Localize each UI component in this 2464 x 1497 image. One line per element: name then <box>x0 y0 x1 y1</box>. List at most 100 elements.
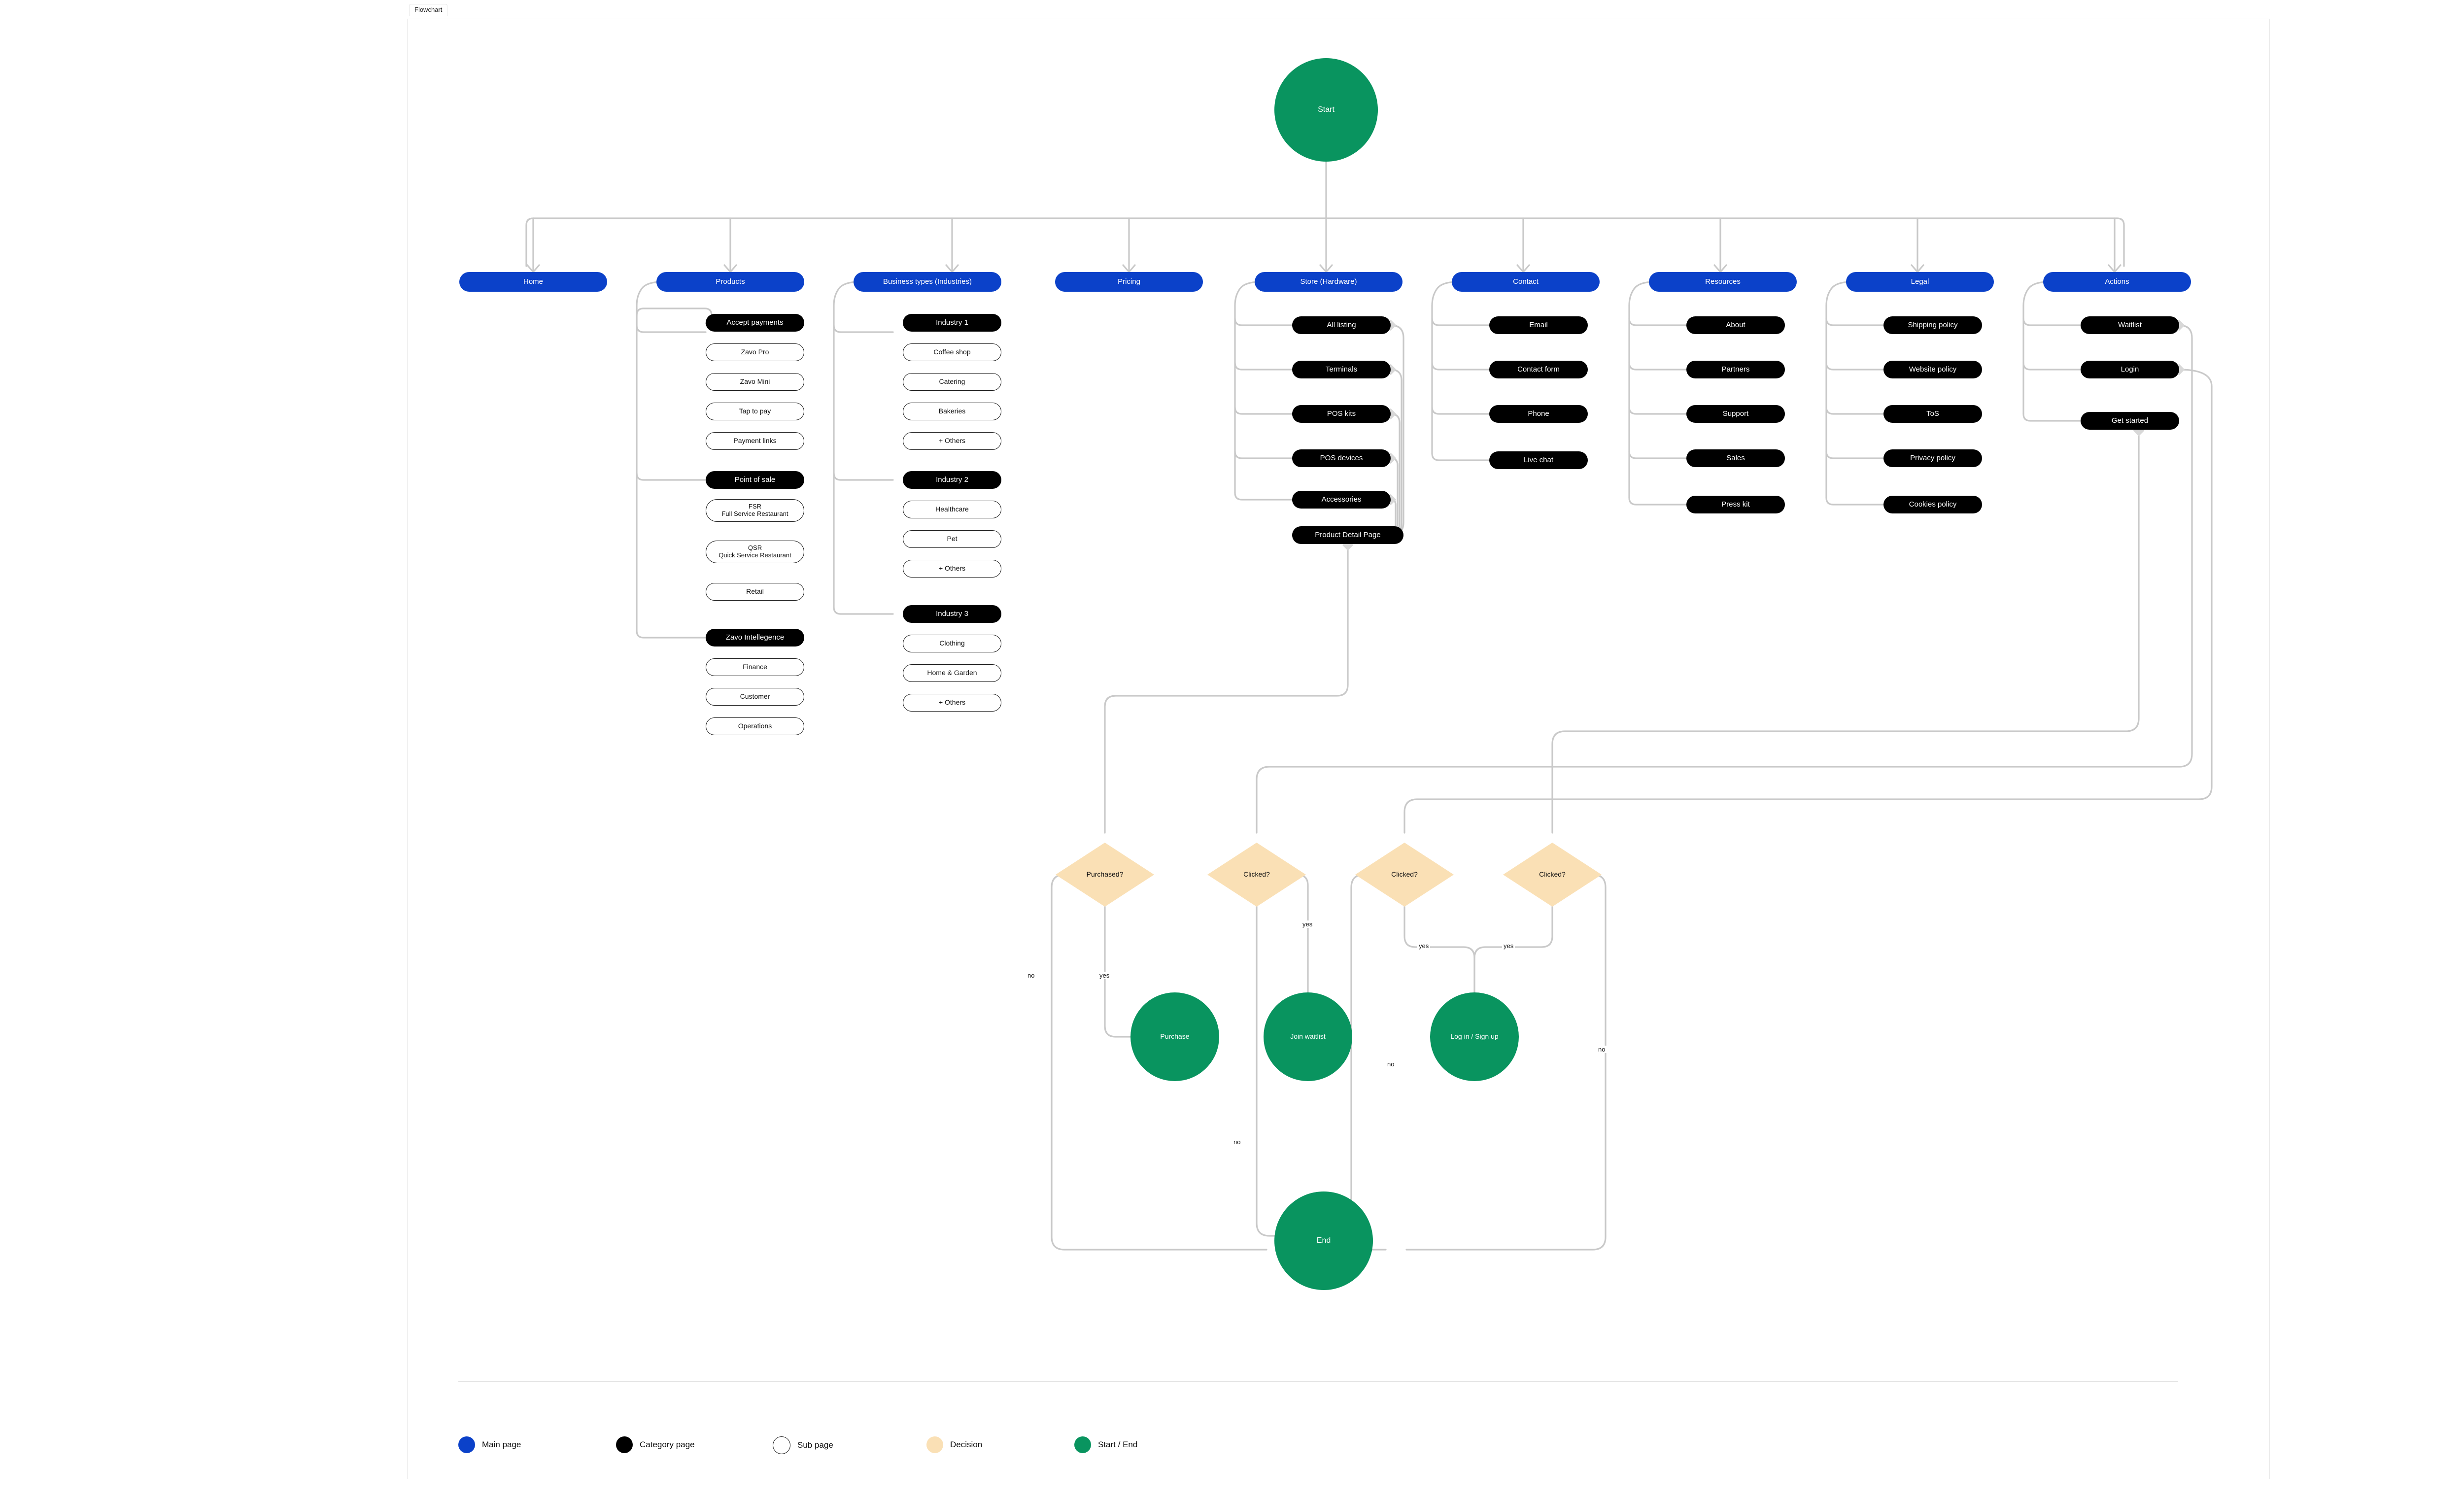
main-node-label: Products <box>716 277 745 286</box>
category-node-label: Website policy <box>1909 365 1957 374</box>
category-node-industry-2[interactable]: Industry 2 <box>903 471 1001 489</box>
sub-node-pet[interactable]: Pet <box>903 530 1001 548</box>
outcome-node-purchase[interactable]: Purchase <box>1130 992 1219 1081</box>
main-node-contact[interactable]: Contact <box>1452 272 1600 292</box>
sub-node-label: Operations <box>738 722 772 730</box>
main-node-business-types[interactable]: Business types (Industries) <box>854 272 1001 292</box>
main-node-label: Legal <box>1911 277 1929 286</box>
sub-node-label: + Others <box>938 564 966 573</box>
sub-node-label: Tap to pay <box>739 407 771 415</box>
main-page-swatch-icon <box>458 1436 475 1453</box>
category-node-label: Terminals <box>1325 365 1358 374</box>
sub-node-label: Healthcare <box>935 505 969 513</box>
sub-node-coffee-shop[interactable]: Coffee shop <box>903 343 1001 361</box>
category-node-point-of-sale[interactable]: Point of sale <box>706 471 804 489</box>
sub-node-label: Clothing <box>939 639 965 647</box>
main-node-actions[interactable]: Actions <box>2043 272 2191 292</box>
sub-node-label: Bakeries <box>938 407 966 415</box>
category-node-phone[interactable]: Phone <box>1489 405 1588 423</box>
category-node-label: Login <box>2121 365 2139 374</box>
category-node-all-listing[interactable]: All listing <box>1292 316 1391 334</box>
legend-label: Start / End <box>1098 1440 1138 1449</box>
legend-item-category-page: Category page <box>616 1436 695 1453</box>
main-node-resources[interactable]: Resources <box>1649 272 1797 292</box>
sub-node-label: Pet <box>947 535 958 543</box>
category-node-pos-kits[interactable]: POS kits <box>1292 405 1391 423</box>
sub-node-fsr[interactable]: FSR Full Service Restaurant <box>706 499 804 522</box>
category-node-waitlist[interactable]: Waitlist <box>2081 316 2179 334</box>
category-node-sales[interactable]: Sales <box>1686 449 1785 467</box>
category-node-label: Support <box>1722 409 1749 418</box>
category-node-email[interactable]: Email <box>1489 316 1588 334</box>
main-node-products[interactable]: Products <box>656 272 804 292</box>
outcome-node-login-signup[interactable]: Log in / Sign up <box>1430 992 1519 1081</box>
category-node-label: Accessories <box>1321 495 1362 504</box>
sub-node-industry1-others[interactable]: + Others <box>903 432 1001 450</box>
category-node-support[interactable]: Support <box>1686 405 1785 423</box>
decision-swatch-icon <box>926 1436 943 1453</box>
category-node-zavo-intellegence[interactable]: Zavo Intellegence <box>706 629 804 646</box>
sub-node-catering[interactable]: Catering <box>903 373 1001 391</box>
sub-node-zavo-pro[interactable]: Zavo Pro <box>706 343 804 361</box>
edge-label-clicked-login-no: no <box>1386 1060 1396 1068</box>
main-node-home[interactable]: Home <box>459 272 607 292</box>
category-node-privacy-policy[interactable]: Privacy policy <box>1883 449 1982 467</box>
main-node-pricing[interactable]: Pricing <box>1055 272 1203 292</box>
category-node-label: Zavo Intellegence <box>725 633 785 642</box>
category-node-product-detail-page[interactable]: Product Detail Page <box>1292 526 1403 544</box>
sub-node-retail[interactable]: Retail <box>706 583 804 601</box>
category-node-label: Industry 2 <box>936 475 968 484</box>
end-node-label: End <box>1316 1236 1331 1245</box>
category-node-website-policy[interactable]: Website policy <box>1883 361 1982 378</box>
sub-node-clothing[interactable]: Clothing <box>903 635 1001 652</box>
sub-node-payment-links[interactable]: Payment links <box>706 432 804 450</box>
sub-node-zavo-mini[interactable]: Zavo Mini <box>706 373 804 391</box>
category-node-tos[interactable]: ToS <box>1883 405 1982 423</box>
category-node-contact-form[interactable]: Contact form <box>1489 361 1588 378</box>
sub-node-healthcare[interactable]: Healthcare <box>903 501 1001 518</box>
sub-node-label: Zavo Mini <box>740 377 770 386</box>
category-node-industry-3[interactable]: Industry 3 <box>903 605 1001 623</box>
category-node-accessories[interactable]: Accessories <box>1292 491 1391 509</box>
sub-node-home-garden[interactable]: Home & Garden <box>903 664 1001 682</box>
category-node-press-kit[interactable]: Press kit <box>1686 496 1785 513</box>
sub-node-label: Retail <box>746 587 764 596</box>
category-node-label: Get started <box>2111 416 2149 425</box>
category-node-shipping-policy[interactable]: Shipping policy <box>1883 316 1982 334</box>
sub-node-label: Home & Garden <box>927 669 977 677</box>
category-node-about[interactable]: About <box>1686 316 1785 334</box>
sub-node-label: Zavo Pro <box>741 348 769 356</box>
category-node-pos-devices[interactable]: POS devices <box>1292 449 1391 467</box>
category-node-login[interactable]: Login <box>2081 361 2179 378</box>
category-node-get-started[interactable]: Get started <box>2081 412 2179 430</box>
category-node-industry-1[interactable]: Industry 1 <box>903 314 1001 332</box>
decision-node-label: Clicked? <box>1539 870 1566 879</box>
main-node-legal[interactable]: Legal <box>1846 272 1994 292</box>
sub-node-qsr[interactable]: QSR Quick Service Restaurant <box>706 541 804 563</box>
sub-node-industry3-others[interactable]: + Others <box>903 694 1001 712</box>
sub-node-industry2-others[interactable]: + Others <box>903 560 1001 578</box>
end-node[interactable]: End <box>1274 1191 1373 1290</box>
main-node-label: Actions <box>2105 277 2129 286</box>
category-node-terminals[interactable]: Terminals <box>1292 361 1391 378</box>
start-node[interactable]: Start <box>1274 58 1378 162</box>
sub-node-customer[interactable]: Customer <box>706 688 804 706</box>
edge-label-clicked-waitlist-yes: yes <box>1301 920 1314 928</box>
category-node-cookies-policy[interactable]: Cookies policy <box>1883 496 1982 513</box>
edge-label-clicked-waitlist-no: no <box>1232 1138 1242 1146</box>
tab-flowchart[interactable]: Flowchart <box>409 4 448 16</box>
category-node-accept-payments[interactable]: Accept payments <box>706 314 804 332</box>
edge-label-purchased-no: no <box>1026 972 1036 979</box>
sub-node-finance[interactable]: Finance <box>706 658 804 676</box>
sub-node-operations[interactable]: Operations <box>706 717 804 735</box>
category-node-label: Partners <box>1721 365 1750 374</box>
sub-node-bakeries[interactable]: Bakeries <box>903 403 1001 420</box>
category-node-label: Sales <box>1726 453 1745 462</box>
category-node-live-chat[interactable]: Live chat <box>1489 451 1588 469</box>
main-node-store-hardware[interactable]: Store (Hardware) <box>1255 272 1403 292</box>
category-node-label: Live chat <box>1523 455 1554 464</box>
category-node-partners[interactable]: Partners <box>1686 361 1785 378</box>
sub-node-tap-to-pay[interactable]: Tap to pay <box>706 403 804 420</box>
outcome-node-join-waitlist[interactable]: Join waitlist <box>1264 992 1352 1081</box>
